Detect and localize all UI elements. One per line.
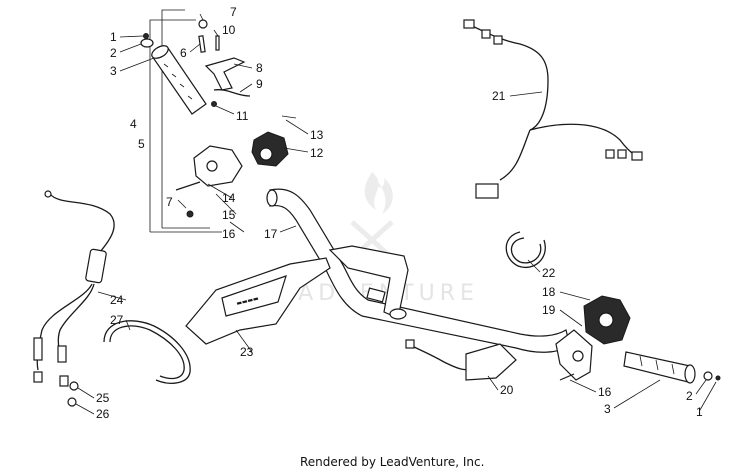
callout-2-right: 2 <box>686 389 693 403</box>
handlebar-pad: ▬▬▬▬ <box>185 257 331 345</box>
callout-17: 17 <box>264 227 278 241</box>
callout-15: 15 <box>222 208 236 222</box>
left-switch-housing <box>175 131 289 218</box>
callout-24: 24 <box>110 293 124 307</box>
callout-3: 3 <box>110 64 117 78</box>
wiring-harness <box>463 19 643 199</box>
callout-13: 13 <box>310 128 324 142</box>
cable-nut-25 <box>69 381 79 391</box>
callout-21: 21 <box>492 89 506 103</box>
callout-3-right: 3 <box>604 402 611 416</box>
handlebar <box>266 188 571 353</box>
cable-tie-outer <box>103 320 191 384</box>
bracket-lines <box>149 9 222 233</box>
callout-26: 26 <box>96 407 110 421</box>
switch-pin-13 <box>281 115 297 119</box>
end-screw <box>143 33 149 39</box>
callout-16-right: 16 <box>598 385 612 399</box>
cable-washer-26 <box>67 397 77 407</box>
callout-14: 14 <box>222 191 236 205</box>
callout-27: 27 <box>110 313 124 327</box>
cable-tie <box>109 325 185 380</box>
callout-8: 8 <box>256 61 263 75</box>
callout-2: 2 <box>110 46 117 60</box>
callout-16-left: 16 <box>222 227 236 241</box>
callout-7-top: 7 <box>230 5 237 19</box>
render-credit: Rendered by LeadVenture, Inc. <box>300 455 484 469</box>
screw-16 <box>559 373 575 381</box>
callout-5: 5 <box>138 137 145 151</box>
retainer-ring <box>510 237 542 264</box>
callout-9: 9 <box>256 77 263 91</box>
callout-11: 11 <box>236 109 249 123</box>
end-plug <box>140 38 154 48</box>
callout-25: 25 <box>96 391 110 405</box>
grip-heater <box>405 339 517 381</box>
retainer-ring-outer <box>505 231 546 268</box>
callout-18: 18 <box>542 285 556 299</box>
callout-7-bottom: 7 <box>166 195 173 209</box>
callout-6: 6 <box>180 46 187 60</box>
callout-4: 4 <box>130 117 137 131</box>
callout-23: 23 <box>240 345 254 359</box>
throttle-cable-end <box>213 89 251 97</box>
callout-1: 1 <box>110 30 117 44</box>
end-screw-right <box>715 375 721 381</box>
throttle-cable <box>33 190 115 387</box>
callout-1-right: 1 <box>696 405 703 419</box>
callout-19: 19 <box>542 303 556 317</box>
right-handgrip <box>623 351 696 384</box>
nut-11 <box>211 101 217 107</box>
right-switch-housing <box>555 295 631 381</box>
callout-22: 22 <box>542 266 556 280</box>
callout-10: 10 <box>222 23 236 37</box>
leader-lines <box>75 13 717 415</box>
end-plug-right <box>703 371 713 381</box>
callout-12: 12 <box>310 146 324 160</box>
callout-20: 20 <box>500 383 514 397</box>
left-handgrip <box>151 45 207 115</box>
